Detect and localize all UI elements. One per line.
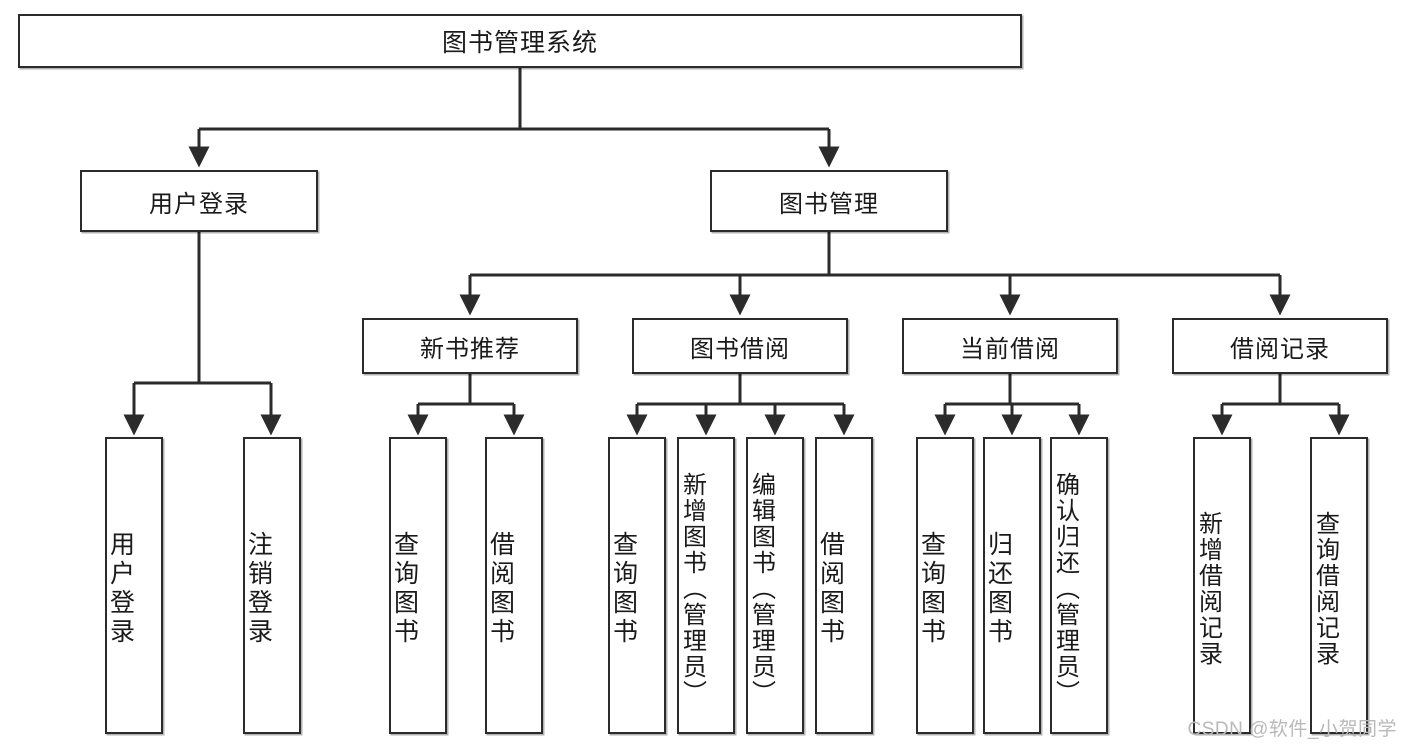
leaf-label: 查询图书	[390, 530, 419, 647]
leaf-label: 注销登录	[244, 530, 273, 647]
leaf-add-book-admin[interactable]: 新增图书（管理员）	[677, 437, 735, 734]
leaf-borrow-book-recommend[interactable]: 借阅图书	[485, 437, 543, 734]
node-label: 借阅记录	[1230, 335, 1330, 363]
leaf-label: 查询图书	[917, 530, 946, 647]
leaf-label: 编辑图书（管理员）	[747, 471, 775, 706]
node-new-book-recommend[interactable]: 新书推荐	[362, 318, 578, 374]
leaf-query-book-recommend[interactable]: 查询图书	[389, 437, 447, 734]
node-label: 图书管理系统	[441, 29, 598, 57]
leaf-label: 新增借阅记录	[1194, 510, 1222, 667]
leaf-query-book-current[interactable]: 查询图书	[916, 437, 974, 734]
leaf-label: 借阅图书	[816, 530, 845, 647]
leaf-return-book[interactable]: 归还图书	[983, 437, 1041, 734]
node-current-borrow[interactable]: 当前借阅	[902, 318, 1118, 374]
node-label: 图书管理	[779, 190, 879, 218]
leaf-label: 借阅图书	[486, 530, 515, 647]
node-label: 当前借阅	[960, 335, 1060, 363]
leaf-add-borrow-record[interactable]: 新增借阅记录	[1193, 437, 1251, 734]
leaf-label: 查询图书	[609, 530, 638, 647]
node-root-book-management-system[interactable]: 图书管理系统	[18, 14, 1022, 68]
leaf-label: 归还图书	[984, 530, 1013, 647]
node-label: 图书借阅	[690, 335, 790, 363]
leaf-confirm-return-admin[interactable]: 确认归还（管理员）	[1050, 437, 1108, 734]
leaf-edit-book-admin[interactable]: 编辑图书（管理员）	[746, 437, 804, 734]
leaf-user-login[interactable]: 用户登录	[105, 437, 163, 734]
leaf-query-borrow-record[interactable]: 查询借阅记录	[1310, 437, 1368, 734]
node-label: 用户登录	[149, 190, 249, 218]
leaf-label: 新增图书（管理员）	[678, 471, 706, 706]
node-book-management[interactable]: 图书管理	[710, 170, 948, 232]
leaf-label: 查询借阅记录	[1311, 510, 1339, 667]
leaf-query-book-borrow[interactable]: 查询图书	[608, 437, 666, 734]
node-label: 新书推荐	[420, 335, 520, 363]
node-book-borrow[interactable]: 图书借阅	[632, 318, 848, 374]
node-borrow-record[interactable]: 借阅记录	[1172, 318, 1388, 374]
watermark-text: CSDN @软件_小贺同学	[1187, 719, 1397, 740]
leaf-label: 确认归还（管理员）	[1051, 471, 1079, 706]
node-user-login[interactable]: 用户登录	[80, 170, 318, 232]
leaf-borrow-book[interactable]: 借阅图书	[815, 437, 873, 734]
leaf-label: 用户登录	[106, 530, 135, 647]
leaf-logout[interactable]: 注销登录	[243, 437, 301, 734]
